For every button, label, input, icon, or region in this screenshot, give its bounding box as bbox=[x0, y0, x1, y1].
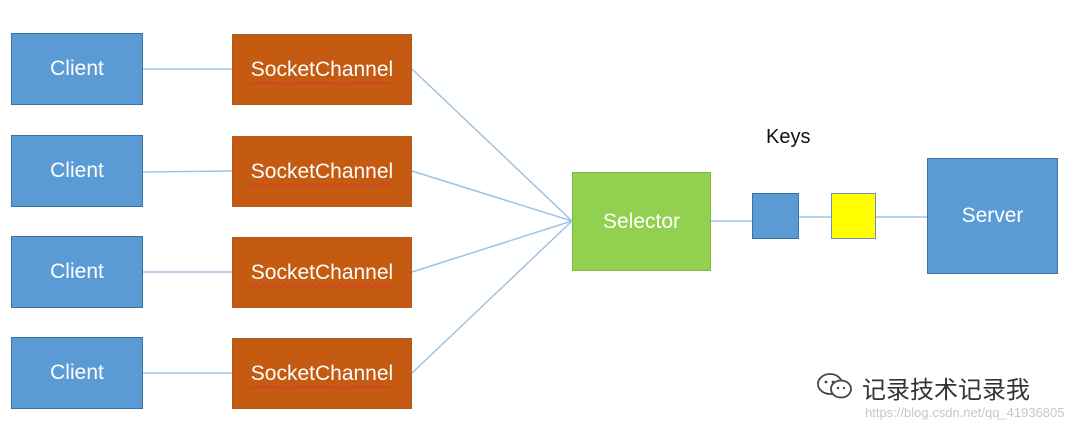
socket-channel-label: SocketChannel bbox=[250, 159, 394, 183]
watermark-url: https://blog.csdn.net/qq_41936805 bbox=[865, 405, 1065, 420]
wechat-icon bbox=[817, 373, 852, 399]
client-label: Client bbox=[50, 361, 104, 384]
client-box-3: Client bbox=[11, 236, 143, 308]
keys-label: Keys bbox=[766, 126, 811, 148]
socket-channel-label: SocketChannel bbox=[250, 260, 394, 284]
socket-channel-box-1: SocketChannel bbox=[232, 34, 412, 105]
client-box-4: Client bbox=[11, 337, 143, 409]
client-label: Client bbox=[50, 57, 104, 80]
client-label: Client bbox=[50, 159, 104, 182]
connector-channel-2-selector bbox=[411, 170, 573, 222]
socket-channel-box-4: SocketChannel bbox=[232, 338, 412, 409]
connector-client-2-channel-2 bbox=[142, 170, 233, 173]
server-box: Server bbox=[927, 158, 1058, 274]
connector-channel-4-selector bbox=[411, 220, 573, 374]
connector-channel-1-selector bbox=[411, 68, 573, 222]
socket-channel-box-3: SocketChannel bbox=[232, 237, 412, 308]
client-box-2: Client bbox=[11, 135, 143, 207]
socket-channel-label: SocketChannel bbox=[250, 57, 394, 81]
socket-channel-box-2: SocketChannel bbox=[232, 136, 412, 207]
key-box-blue bbox=[752, 193, 799, 239]
selector-box: Selector bbox=[572, 172, 711, 271]
server-label: Server bbox=[961, 204, 1024, 227]
socket-channel-label: SocketChannel bbox=[250, 361, 394, 385]
selector-label: Selector bbox=[602, 209, 681, 233]
client-box-1: Client bbox=[11, 33, 143, 105]
client-label: Client bbox=[50, 260, 104, 283]
key-box-yellow bbox=[831, 193, 876, 239]
connector-channel-3-selector bbox=[411, 220, 573, 273]
watermark-name: 记录技术记录我 bbox=[862, 376, 1030, 404]
